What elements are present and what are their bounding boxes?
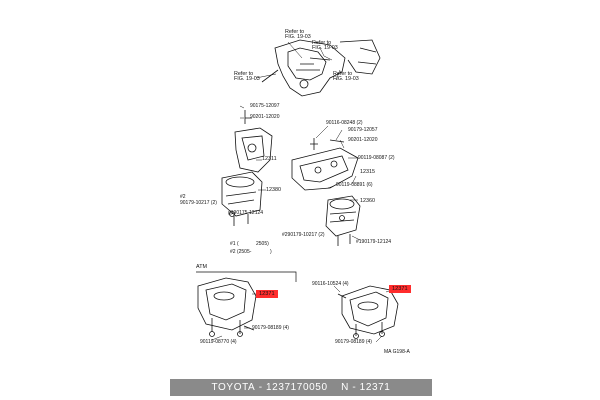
part-label: 90119-08770 (4) (200, 339, 237, 345)
highlight-part-12371-right[interactable]: 12371 (389, 285, 411, 294)
part-label: #2 (2505- (230, 249, 252, 255)
footer-separator: - (255, 382, 266, 393)
part-label: 90201-12020 (250, 114, 280, 120)
part-label: 90179-08189 (4) (252, 325, 289, 331)
ref-fig-label-3: Refer to FIG. 19-03 (234, 71, 260, 83)
ref-fig-label-1: Refer to FIG. 19-03 (285, 29, 311, 41)
mount-12380 (221, 171, 263, 226)
part-label: 90179-08189 (4) (335, 339, 372, 345)
part-label: 2505) (256, 241, 269, 247)
highlight-part-12371-left[interactable]: 12371 (256, 290, 278, 299)
part-label: #290179-10217 (2) (282, 232, 325, 238)
part-label: 90175-12097 (250, 103, 280, 109)
part-label: 12360 (360, 198, 375, 204)
part-label: 90179-10217 (2) (180, 200, 217, 206)
part-label: 12380 (266, 187, 281, 193)
footer-part-number: 1237170050 (266, 382, 328, 393)
part-label: 90201-12020 (348, 137, 378, 143)
footer-separator: N - (327, 382, 360, 393)
mount-12360 (325, 195, 361, 246)
ref-fig-label-2: Refer to FIG. 19-03 (312, 40, 338, 52)
bracket-12315 (291, 138, 359, 191)
atm-label: ATM (196, 264, 207, 270)
part-label: ) (270, 249, 272, 255)
part-label: #190175-12124 (228, 210, 264, 216)
atm-mount-left (197, 277, 257, 337)
ref-fig-label-4: Refer to FIG. 19-03 (333, 71, 359, 83)
footer-brand: TOYOTA (211, 382, 256, 393)
footer-bar: TOYOTA - 1237170050 N - 12371 (170, 379, 432, 396)
part-label: 90116-10524 (4) (312, 281, 349, 287)
part-label: 90179-12057 (348, 127, 378, 133)
part-label: #1 ( (230, 241, 239, 247)
diagram-code: MA G198-A (384, 349, 410, 355)
part-label: #2 (180, 194, 186, 200)
bracket-12311 (234, 110, 273, 173)
atm-frame (196, 271, 297, 282)
part-label: 12315 (360, 169, 375, 175)
footer-code: 12371 (359, 382, 391, 393)
part-label: 90116-08248 (2) (326, 120, 363, 126)
part-label: #190179-12124 (356, 239, 392, 245)
engine-block-drawing (261, 39, 381, 97)
atm-mount-right (337, 285, 399, 339)
part-label: 90119-08087 (2) (358, 155, 395, 161)
part-label: 90119-08891 (6) (336, 182, 373, 188)
part-label: 12311 (262, 156, 277, 162)
